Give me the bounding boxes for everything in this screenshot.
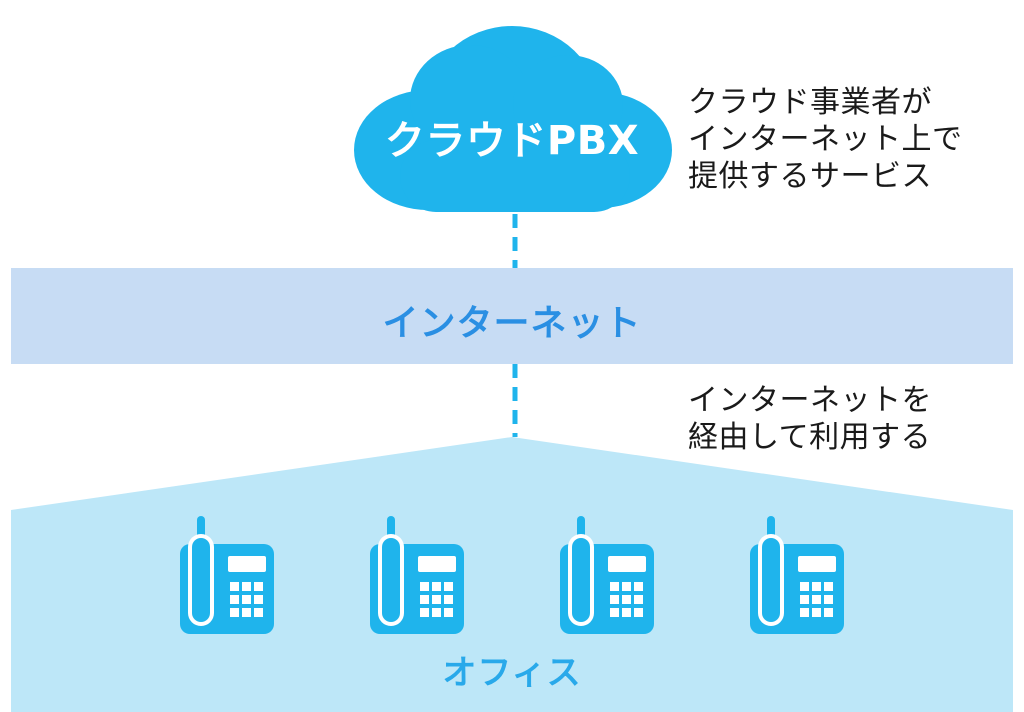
internet-label: インターネット bbox=[382, 303, 642, 344]
cloud-label: クラウドPBX bbox=[384, 118, 640, 164]
desk-phone-icon bbox=[750, 516, 844, 634]
cloud-icon bbox=[354, 26, 672, 212]
phone-group bbox=[180, 516, 844, 634]
desk-phone-icon bbox=[560, 516, 654, 634]
office-area bbox=[11, 437, 1013, 712]
office-label: オフィス bbox=[442, 653, 582, 693]
desk-phone-icon bbox=[180, 516, 274, 634]
cloud-note: クラウド事業者が インターネット上で 提供するサービス bbox=[688, 85, 963, 194]
office-note: インターネットを 経由して利用する bbox=[688, 383, 932, 455]
desk-phone-icon bbox=[370, 516, 464, 634]
internet-band bbox=[11, 268, 1013, 364]
